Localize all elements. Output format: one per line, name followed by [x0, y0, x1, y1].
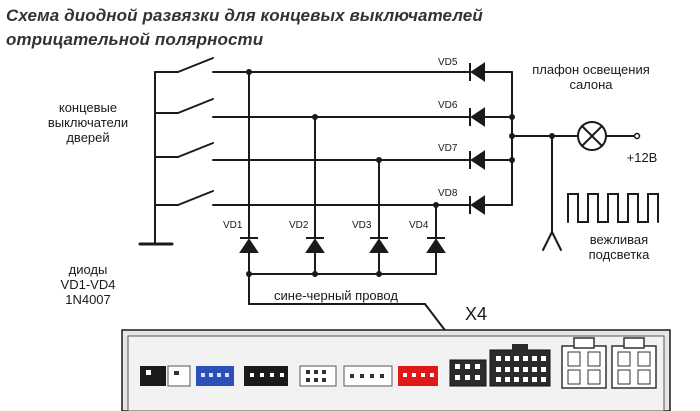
diode-vd6 — [469, 107, 485, 127]
vd6-label: VD6 — [438, 100, 458, 111]
diodes-note: диоды VD1-VD4 1N4007 — [60, 262, 116, 307]
diode-vd7 — [469, 150, 485, 170]
vd4-label: VD4 — [409, 220, 429, 231]
lamp-label: плафон освещения салона — [532, 62, 650, 92]
courtesy-light-label: вежливая подсветка — [588, 232, 650, 262]
vd3-label: VD3 — [352, 220, 372, 231]
switch-1 — [177, 57, 214, 73]
vd7-label: VD7 — [438, 143, 458, 154]
x4-connector — [449, 359, 487, 387]
pulse-icon — [567, 193, 659, 223]
plus12v-label: +12В — [626, 150, 658, 165]
switch-2 — [177, 98, 214, 114]
diode-vd3 — [369, 237, 389, 253]
diode-vd5 — [469, 62, 485, 82]
x4-label: X4 — [464, 304, 488, 324]
vd2-label: VD2 — [289, 220, 309, 231]
diode-vd8 — [469, 195, 485, 215]
diode-vd1 — [239, 237, 259, 253]
title-line-1: Схема диодной развязки для концевых выкл… — [6, 6, 483, 25]
vd8-label: VD8 — [438, 188, 458, 199]
title-line-2: отрицательной полярности — [6, 30, 264, 49]
wire-label: сине-черный провод — [274, 288, 398, 303]
switch-3 — [177, 142, 214, 158]
vd1-label: VD1 — [223, 220, 243, 231]
diode-vd2 — [305, 237, 325, 253]
vd5-label: VD5 — [438, 57, 458, 68]
door-switches-label: концевые выключатели дверей — [47, 100, 129, 145]
diode-vd4 — [426, 237, 446, 253]
red-connector — [398, 366, 438, 386]
switch-4 — [177, 190, 214, 206]
blue-connector — [196, 366, 234, 386]
connector-block — [121, 329, 671, 411]
